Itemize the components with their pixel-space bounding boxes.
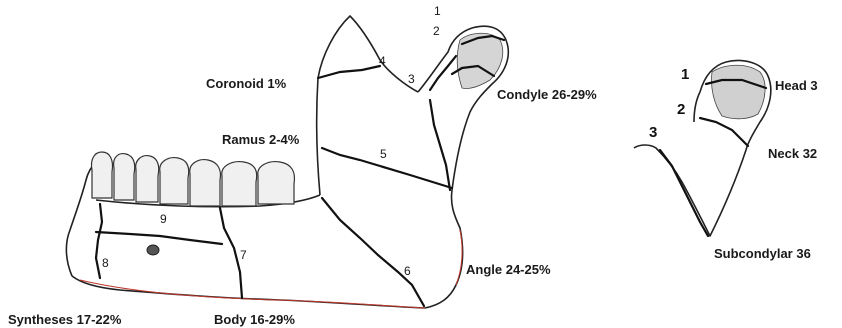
fracture-line-neck-detail	[700, 118, 748, 146]
fracture-line-body	[220, 208, 242, 298]
label-head: Head 3	[775, 78, 818, 93]
fracture-number-5: 5	[380, 147, 387, 161]
coronoid-process	[318, 16, 418, 92]
ramus-front	[317, 78, 320, 195]
label-syntheses: Syntheses 17-22%	[8, 312, 121, 327]
tooth	[136, 156, 159, 202]
label-coronoid: Coronoid 1%	[206, 76, 286, 91]
angle-border-accent	[456, 230, 462, 285]
fracture-line-subcondylar-detail	[660, 150, 708, 236]
mental-foramen	[147, 245, 159, 255]
lower-border-accent	[80, 280, 425, 308]
fracture-line-ramus	[322, 148, 452, 188]
fracture-number-8: 8	[102, 256, 109, 270]
tooth	[222, 162, 257, 206]
tooth	[160, 158, 189, 204]
fracture-number-7: 7	[240, 248, 247, 262]
fracture-line-parasymphysis	[96, 232, 222, 244]
fracture-line-ramus-vertical	[430, 100, 450, 190]
teeth-row	[91, 152, 294, 206]
fracture-number-1: 1	[434, 4, 441, 18]
condyle-detail-shading	[711, 65, 765, 119]
label-subcondylar: Subcondylar 36	[714, 246, 811, 261]
label-neck: Neck 32	[768, 146, 817, 161]
fracture-number-9: 9	[160, 212, 167, 226]
fracture-number-3: 3	[408, 72, 415, 86]
label-ramus: Ramus 2-4%	[222, 132, 299, 147]
tooth	[190, 160, 221, 206]
fracture-number-6: 6	[404, 264, 411, 278]
condyle-number-2: 2	[677, 101, 685, 118]
label-angle: Angle 24-25%	[466, 262, 551, 277]
fracture-number-4: 4	[379, 54, 386, 68]
fracture-number-2: 2	[433, 24, 440, 38]
tooth	[114, 154, 135, 200]
tooth	[91, 152, 112, 198]
condyle-number-3: 3	[649, 124, 657, 141]
label-body: Body 16-29%	[214, 312, 295, 327]
tooth	[258, 162, 295, 204]
label-condyle: Condyle 26-29%	[497, 87, 597, 102]
fracture-line-coronoid	[318, 66, 380, 78]
body-lower-border	[72, 276, 425, 308]
fracture-line-angle	[322, 198, 424, 306]
condyle-number-1: 1	[681, 66, 689, 83]
